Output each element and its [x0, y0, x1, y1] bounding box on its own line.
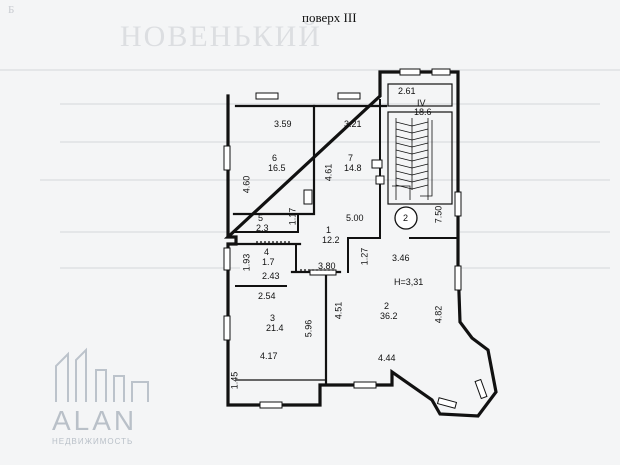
ceiling-height: H=3,31 — [394, 277, 424, 287]
stair-tread — [395, 170, 413, 176]
watermark-subtitle: НЕДВИЖИМОСТЬ — [52, 437, 134, 446]
stair-tread — [411, 170, 429, 176]
dim-127: 1.27 — [359, 247, 370, 266]
stair-tread — [395, 156, 413, 162]
doors — [303, 159, 385, 276]
room1-id: 1 — [326, 225, 332, 235]
stair-tread — [395, 163, 413, 169]
room3-area: 21.4 — [266, 323, 284, 333]
dim-room2-height2: 4.82 — [433, 305, 444, 324]
stair-tread — [411, 177, 429, 183]
stair-tread — [411, 184, 429, 190]
windows — [223, 68, 488, 409]
dim-145: 1.45 — [229, 371, 240, 390]
staircase — [392, 118, 433, 200]
stairwell — [387, 111, 453, 205]
radiators — [256, 241, 336, 271]
room2-id: 2 — [384, 301, 390, 311]
dim-117: 1.17 — [287, 207, 298, 226]
dim-room4-height: 1.93 — [241, 253, 252, 272]
stair-tread — [395, 128, 413, 134]
room4-id: 4 — [264, 247, 270, 257]
watermark-logo — [48, 346, 158, 409]
room-iv-area: 18.6 — [414, 107, 432, 117]
stair-tread — [395, 177, 413, 183]
dim-room1-width: 5.00 — [346, 213, 364, 223]
dim-room2-height: 4.51 — [333, 301, 344, 320]
dim-room3-height: 5.96 — [303, 319, 314, 338]
stair-tread — [411, 121, 429, 127]
section-marker — [394, 206, 418, 230]
background-text-2: НОВЕНЬКИЙ — [120, 20, 322, 53]
watermark-brand: ALAN — [52, 405, 138, 436]
dim-room2-width: 4.44 — [378, 353, 396, 363]
dim-room3-width2: 4.17 — [260, 351, 278, 361]
section-marker-label: 2 — [403, 213, 409, 223]
stair-tread — [395, 142, 413, 148]
room7-area: 14.8 — [344, 163, 362, 173]
room1-area: 12.2 — [322, 235, 340, 245]
dim-room-iv-width: 2.61 — [398, 86, 416, 96]
stair-tread — [411, 135, 429, 141]
stair-tread — [395, 121, 413, 127]
stair-tread — [411, 156, 429, 162]
background-text-1: Б — [8, 4, 15, 16]
dim-room3-width: 2.54 — [258, 291, 276, 301]
stair-tread — [411, 128, 429, 134]
floor-title: поверх III — [302, 10, 357, 25]
stair-tread — [411, 142, 429, 148]
dim-room7-height: 4.61 — [323, 163, 334, 182]
dim-room7-width: 3.21 — [344, 119, 362, 129]
dim-346: 3.46 — [392, 253, 410, 263]
stair-tread — [395, 149, 413, 155]
dim-750: 7.50 — [433, 205, 444, 224]
stair-tread — [411, 163, 429, 169]
room6-area: 16.5 — [268, 163, 286, 173]
stair-tread — [411, 149, 429, 155]
room6-id: 6 — [272, 153, 278, 163]
room3-id: 3 — [270, 313, 276, 323]
dim-room6-width: 3.59 — [274, 119, 292, 129]
room5-id: 5 — [258, 213, 264, 223]
room-iv-id: IV — [417, 98, 426, 108]
stair-tread — [395, 135, 413, 141]
dim-room6-height: 4.60 — [241, 175, 252, 194]
dim-room4-width: 2.43 — [262, 271, 280, 281]
room5-area: 2.3 — [256, 223, 269, 233]
dim-380: 3.80 — [318, 261, 336, 271]
room2-area: 36.2 — [380, 311, 398, 321]
room-iv-box — [387, 83, 453, 107]
room7-id: 7 — [348, 153, 354, 163]
room4-area: 1.7 — [262, 257, 275, 267]
